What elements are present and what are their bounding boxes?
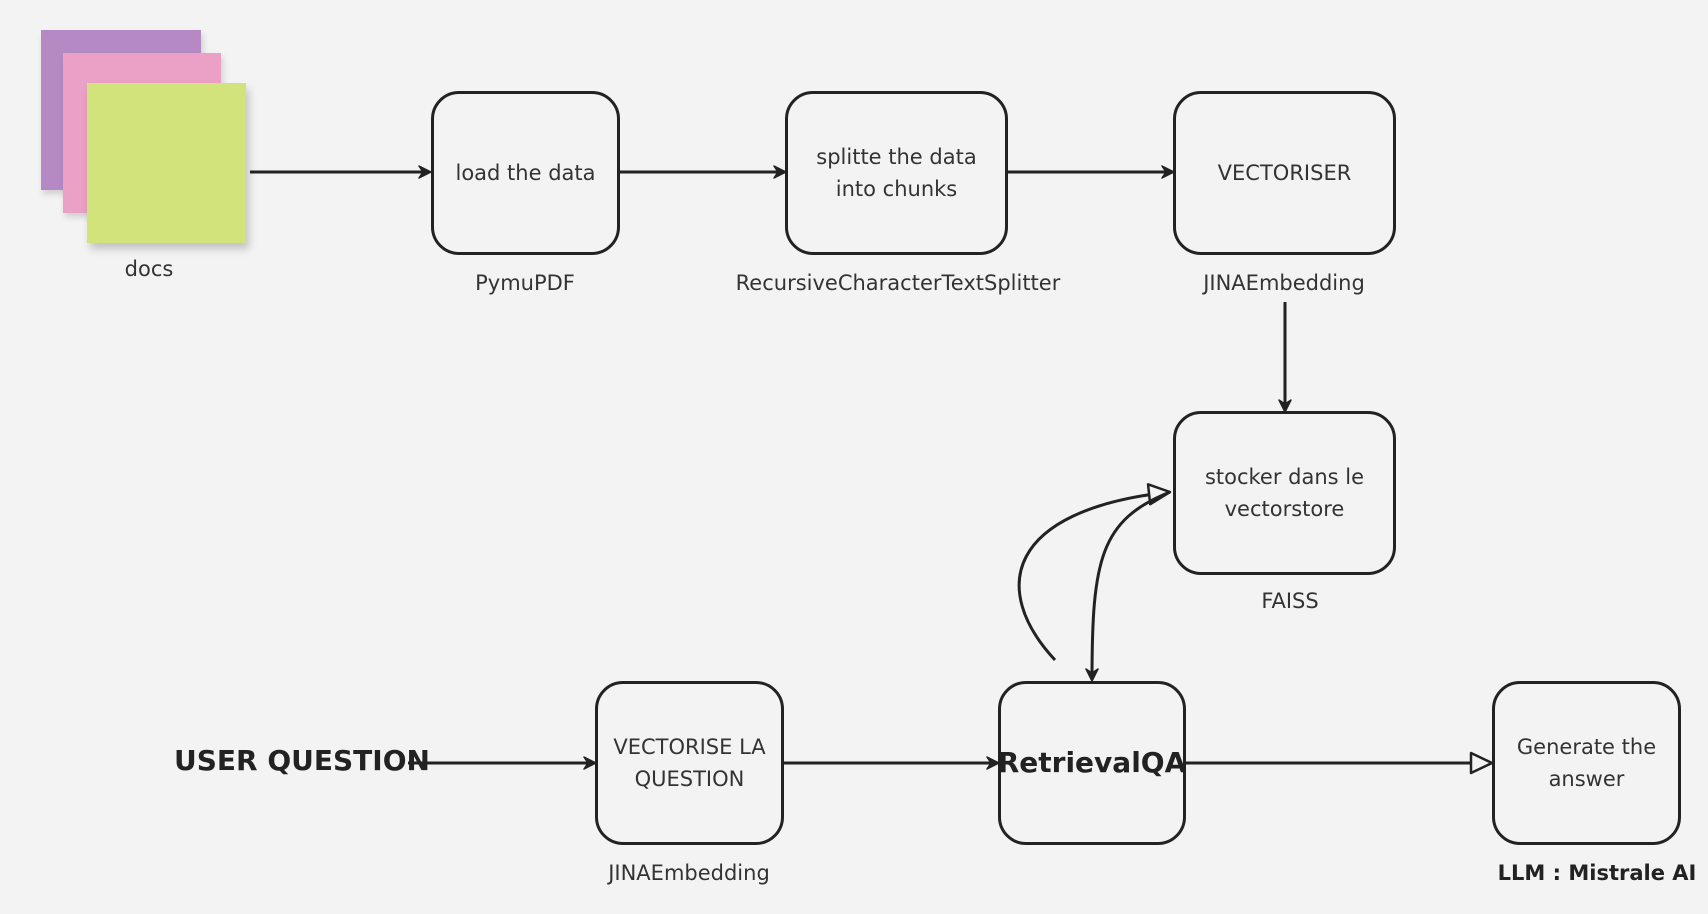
caption-jina-embedding-top: JINAEmbedding [1203, 271, 1365, 295]
node-vectorise-question[interactable]: VECTORISE LA QUESTION [595, 681, 784, 845]
arrow-store-to-retrieval-curve [1085, 490, 1171, 682]
caption-text-splitter: RecursiveCharacterTextSplitter [735, 271, 1061, 295]
user-question-label: USER QUESTION [174, 744, 430, 777]
node-retrievalqa-label: RetrievalQA [997, 746, 1187, 779]
node-generate-answer[interactable]: Generate the answer [1492, 681, 1681, 845]
node-generate-answer-label: Generate the answer [1516, 735, 1657, 791]
node-load-data[interactable]: load the data [431, 91, 620, 255]
node-vectoriser[interactable]: VECTORISER [1173, 91, 1396, 255]
node-vectorstore-label: stocker dans le vectorstore [1204, 465, 1365, 521]
docs-label: docs [124, 257, 174, 281]
node-retrievalqa[interactable]: RetrievalQA [998, 681, 1186, 845]
node-vectorise-question-label: VECTORISE LA QUESTION [613, 735, 766, 791]
caption-pymupdf: PymuPDF [475, 271, 575, 295]
node-vectoriser-label: VECTORISER [1217, 161, 1352, 185]
node-vectorstore[interactable]: stocker dans le vectorstore [1173, 411, 1396, 575]
caption-faiss: FAISS [1261, 589, 1319, 613]
caption-jina-embedding-bottom: JINAEmbedding [608, 861, 770, 885]
arrow-retrieval-to-store-curve [1017, 483, 1172, 662]
caption-llm-mistrale: LLM : Mistrale AI [1497, 861, 1697, 885]
note-green [87, 83, 246, 243]
node-split-chunks[interactable]: splitte the data into chunks [785, 91, 1008, 255]
node-load-data-label: load the data [455, 161, 596, 185]
node-split-chunks-label: splitte the data into chunks [816, 145, 977, 201]
